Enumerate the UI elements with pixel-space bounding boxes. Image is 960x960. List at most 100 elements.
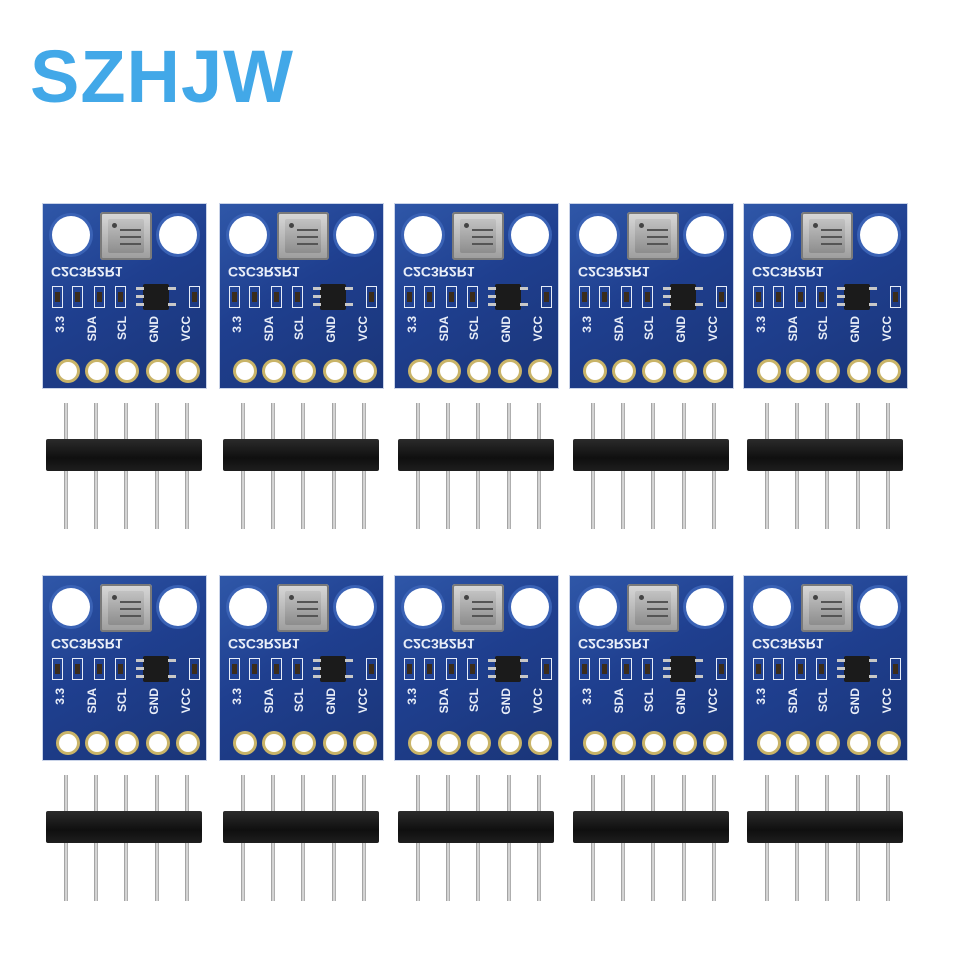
pin-header-strip (573, 439, 729, 471)
mounting-hole (52, 216, 90, 254)
regulator-chip (313, 656, 353, 682)
smd-component (72, 658, 83, 680)
solder-pad (149, 362, 167, 380)
solder-pad (706, 362, 724, 380)
mounting-hole (336, 216, 374, 254)
pin-label: SCL (642, 316, 656, 340)
solder-pad (470, 734, 488, 752)
pin-label: 3.3 (754, 688, 768, 705)
pin-header-strip (223, 811, 379, 843)
regulator-chip (663, 656, 703, 682)
solder-pad (850, 734, 868, 752)
solder-pad (789, 362, 807, 380)
solder-pad (295, 362, 313, 380)
sensor-module-kit: C2C3R2R1 3.3 SDA SCL GND VCC (743, 575, 908, 917)
pin-label: SCL (292, 688, 306, 712)
solder-pad (850, 362, 868, 380)
pin-label: 3.3 (580, 316, 594, 333)
smd-component (52, 658, 63, 680)
solder-pad (586, 362, 604, 380)
smd-component (52, 286, 63, 308)
model-silkscreen: C2C3R2R1 (752, 636, 824, 652)
solder-pad (179, 734, 197, 752)
pin-label: SCL (292, 316, 306, 340)
pin-label: VCC (356, 316, 370, 342)
smd-component (541, 658, 552, 680)
solder-pad (440, 734, 458, 752)
smd-component (292, 658, 303, 680)
pin-label: GND (674, 688, 688, 715)
pin-label: SCL (816, 688, 830, 712)
pressure-sensor-chip (452, 212, 504, 260)
mounting-hole (511, 216, 549, 254)
pin-label: VCC (356, 688, 370, 714)
pin-label: GND (848, 688, 862, 715)
mounting-hole (686, 588, 724, 626)
solder-pad (501, 734, 519, 752)
solder-pad (149, 734, 167, 752)
pin-label: VCC (706, 688, 720, 714)
pressure-sensor-chip (627, 212, 679, 260)
pin-label: SCL (642, 688, 656, 712)
solder-pad (236, 362, 254, 380)
smd-component (795, 658, 806, 680)
model-silkscreen: C2C3R2R1 (228, 264, 300, 280)
solder-pad (470, 362, 488, 380)
pressure-sensor-chip (277, 584, 329, 632)
pin-label: SDA (262, 316, 276, 342)
regulator-chip (488, 656, 528, 682)
pin-label: VCC (706, 316, 720, 342)
pressure-sensor-chip (100, 584, 152, 632)
pin-label: VCC (179, 316, 193, 342)
pin-label: GND (499, 316, 513, 343)
pin-label: SDA (262, 688, 276, 714)
pin-label: SCL (115, 316, 129, 340)
regulator-chip (663, 284, 703, 310)
pin-label: VCC (179, 688, 193, 714)
solder-pad (819, 362, 837, 380)
pin-header-strip (398, 811, 554, 843)
smd-component (816, 658, 827, 680)
mounting-hole (860, 588, 898, 626)
pin-label: SCL (467, 688, 481, 712)
solder-pad (880, 734, 898, 752)
mounting-hole (404, 588, 442, 626)
smd-component (579, 658, 590, 680)
smd-component (773, 286, 784, 308)
regulator-chip (488, 284, 528, 310)
smd-component (716, 286, 727, 308)
pin-header-strip (747, 439, 903, 471)
smd-component (94, 286, 105, 308)
solder-pad (326, 734, 344, 752)
smd-component (115, 658, 126, 680)
model-silkscreen: C2C3R2R1 (228, 636, 300, 652)
pin-label: SCL (816, 316, 830, 340)
pin-label: VCC (880, 688, 894, 714)
pin-label: SDA (786, 688, 800, 714)
mounting-hole (229, 588, 267, 626)
pin-label: VCC (880, 316, 894, 342)
smd-component (189, 658, 200, 680)
pin-label: 3.3 (580, 688, 594, 705)
pin-header-strip (223, 439, 379, 471)
smd-component (642, 658, 653, 680)
solder-pad (789, 734, 807, 752)
smd-component (890, 658, 901, 680)
pin-header-strip (46, 811, 202, 843)
model-silkscreen: C2C3R2R1 (403, 264, 475, 280)
solder-pad (501, 362, 519, 380)
smd-component (94, 658, 105, 680)
smd-component (115, 286, 126, 308)
pin-label: 3.3 (754, 316, 768, 333)
smd-component (249, 286, 260, 308)
